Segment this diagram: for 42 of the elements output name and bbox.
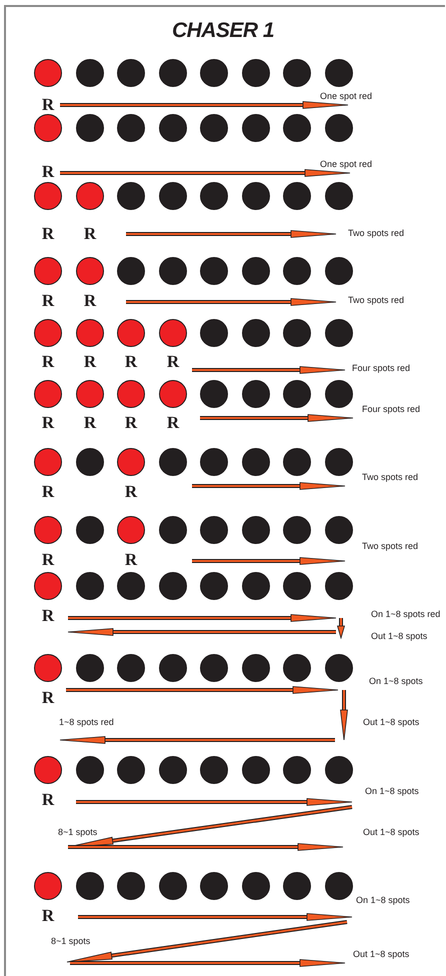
- spot-marker-letter: R: [124, 414, 138, 431]
- step-note: Out 1~8 spots: [363, 828, 420, 837]
- step-note: Out 1~8 spots: [363, 718, 420, 727]
- spot-marker-letter: R: [40, 163, 56, 180]
- step-note: Two spots red: [362, 473, 418, 482]
- spot-marker-letter: R: [82, 225, 98, 242]
- spot-marker-letter: R: [40, 791, 56, 808]
- spot-marker-letter: R: [40, 414, 56, 431]
- step-note: Two spots red: [362, 542, 418, 551]
- step-note: Four spots red: [352, 364, 410, 373]
- step-note: 8~1 spots: [58, 828, 98, 837]
- step-note: On 1~8 spots: [356, 896, 410, 905]
- step-note: One spot red: [320, 160, 372, 169]
- spot-marker-letter: R: [40, 689, 56, 706]
- spot-marker-letter: R: [82, 353, 98, 370]
- step-note: On 1~8 spots: [365, 787, 419, 796]
- step-note: On 1~8 spots: [369, 677, 423, 686]
- spot-marker-letter: R: [124, 551, 138, 568]
- spot-marker-letter: R: [40, 225, 56, 242]
- step-note: 1~8 spots red: [59, 718, 114, 727]
- step-note: Two spots red: [348, 296, 404, 305]
- spot-marker-letter: R: [166, 414, 180, 431]
- spot-marker-letter: R: [82, 414, 98, 431]
- step-note: One spot red: [320, 92, 372, 101]
- step-note: On 1~8 spots red: [371, 610, 440, 619]
- spot-marker-letter: R: [40, 292, 56, 309]
- spot-marker-letter: R: [40, 96, 56, 113]
- spot-marker-letter: R: [40, 907, 56, 924]
- step-note: Out 1~8 spots: [353, 950, 410, 959]
- spot-marker-letter: R: [166, 353, 180, 370]
- step-note: 8~1 spots: [51, 937, 90, 946]
- spot-marker-letter: R: [124, 353, 138, 370]
- spot-marker-letter: R: [40, 483, 56, 500]
- spot-marker-letter: R: [82, 292, 98, 309]
- spot-marker-letter: R: [40, 551, 56, 568]
- step-note: Four spots red: [362, 405, 420, 414]
- spot-marker-letter: R: [124, 483, 138, 500]
- step-note: Two spots red: [348, 229, 404, 238]
- spot-marker-letter: R: [40, 607, 56, 624]
- spot-marker-letter: R: [40, 353, 56, 370]
- step-note: Out 1~8 spots: [371, 632, 428, 641]
- title: CHASER 1: [171, 20, 275, 41]
